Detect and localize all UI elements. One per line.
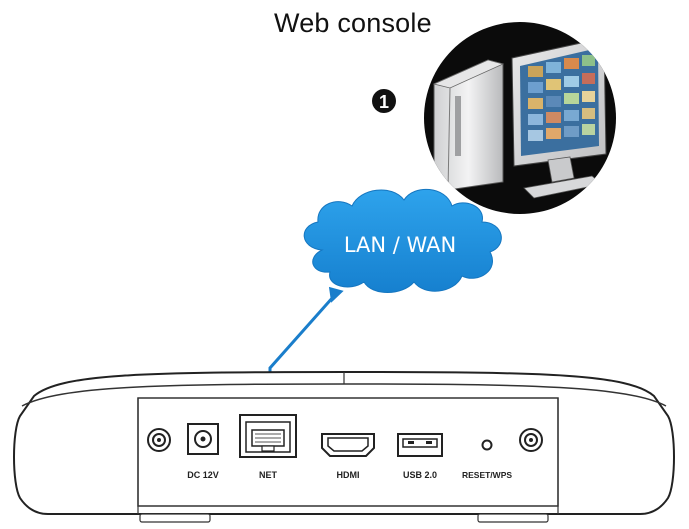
screen-thumbnails	[528, 55, 595, 141]
cloud-label: LAN / WAN	[344, 233, 456, 257]
network-cloud: LAN / WAN	[303, 188, 502, 293]
computer-icon	[424, 22, 616, 214]
reset-wps-button: RESET/WPS	[462, 439, 512, 480]
net-ethernet-port: NET	[239, 414, 297, 480]
reset-port-label: RESET/WPS	[462, 470, 512, 480]
dc-port-label: DC 12V	[187, 470, 219, 480]
usb-port-label: USB 2.0	[403, 470, 437, 480]
usb-port: USB 2.0	[397, 433, 443, 480]
diagram-title: Web console	[274, 8, 432, 38]
antenna-connector-left-icon	[147, 428, 171, 452]
antenna-connector-right-icon	[519, 428, 543, 452]
hdmi-port-label: HDMI	[337, 470, 360, 480]
net-port-label: NET	[259, 470, 278, 480]
hdmi-port: HDMI	[321, 433, 375, 480]
step-number-badge: 1	[372, 89, 396, 113]
step-number: 1	[379, 92, 389, 112]
dc-power-port: DC 12V	[187, 423, 219, 480]
